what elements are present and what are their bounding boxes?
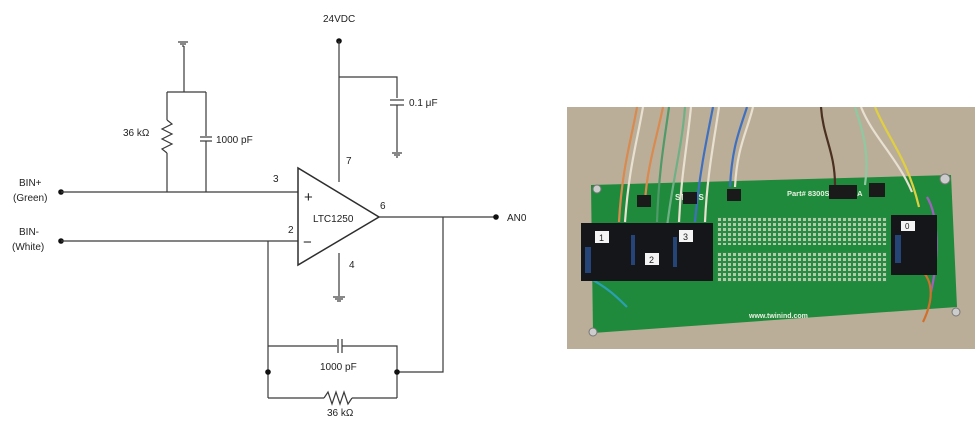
pin-2-label: 2 xyxy=(288,225,294,236)
module-label: 3 xyxy=(683,232,688,242)
ground-icon xyxy=(392,152,402,158)
supply-label: 24VDC xyxy=(323,14,355,25)
module-label: 2 xyxy=(649,255,654,265)
module-label: 0 xyxy=(905,222,910,231)
opamp-symbol xyxy=(297,166,381,267)
bin-plus-label: BIN+ xyxy=(19,178,42,189)
opamp-label: LTC1250 xyxy=(313,214,354,225)
output-terminal xyxy=(493,214,499,220)
input-capacitor-symbol xyxy=(200,136,212,142)
mounting-screw xyxy=(939,173,951,185)
breadboard-area-bottom xyxy=(717,252,887,282)
connector xyxy=(637,183,885,207)
pcb-url-text: www.twinind.com xyxy=(748,313,808,320)
circuit-schematic: 24VDC 0.1 μF 36 kΩ 1000 pF BIN+ (Green) … xyxy=(12,14,527,419)
pin-6-label: 6 xyxy=(380,201,386,212)
feedback-node-right xyxy=(394,369,400,375)
pcb-part-text: Part# 8300S01 REV A xyxy=(787,189,863,198)
bypass-capacitor-symbol xyxy=(390,99,404,106)
breadboard-area-top xyxy=(717,217,887,245)
bypass-wire xyxy=(339,76,398,98)
feedback-cap-wire-right xyxy=(342,345,398,398)
module-print xyxy=(585,235,901,273)
feedback-capacitor-symbol xyxy=(337,339,343,353)
bin-plus-color: (Green) xyxy=(13,193,47,204)
input-capacitor-label: 1000 pF xyxy=(216,135,253,146)
pin-7-label: 7 xyxy=(346,156,352,167)
output-label: AN0 xyxy=(507,213,527,224)
bin-minus-label: BIN- xyxy=(19,227,39,238)
board-photo: STRIES Part# 8300S01 REV A www.twinind.c… xyxy=(567,107,975,349)
bypass-capacitor-label: 0.1 μF xyxy=(409,98,438,109)
feedback-capacitor-label: 1000 pF xyxy=(320,362,357,373)
input-resistor-label: 36 kΩ xyxy=(123,128,150,139)
plus-sign: + xyxy=(304,189,313,206)
minus-sign: − xyxy=(303,234,312,251)
ground-icon xyxy=(333,296,345,302)
wire-bundle xyxy=(586,107,938,323)
feedback-node-left xyxy=(265,369,271,375)
pin-4-label: 4 xyxy=(349,260,355,271)
feedback-return-wire xyxy=(397,217,444,373)
mounting-screw xyxy=(592,184,602,194)
mounting-screw xyxy=(588,327,598,337)
mounting-screw xyxy=(951,307,961,317)
feedback-resistor-symbol xyxy=(323,390,353,406)
pin-3-label: 3 xyxy=(273,174,279,185)
module-label: 1 xyxy=(599,233,604,243)
bin-minus-color: (White) xyxy=(12,242,44,253)
ground-icon xyxy=(178,41,188,47)
feedback-resistor-label: 36 kΩ xyxy=(327,408,354,419)
input-resistor-symbol xyxy=(160,119,174,154)
